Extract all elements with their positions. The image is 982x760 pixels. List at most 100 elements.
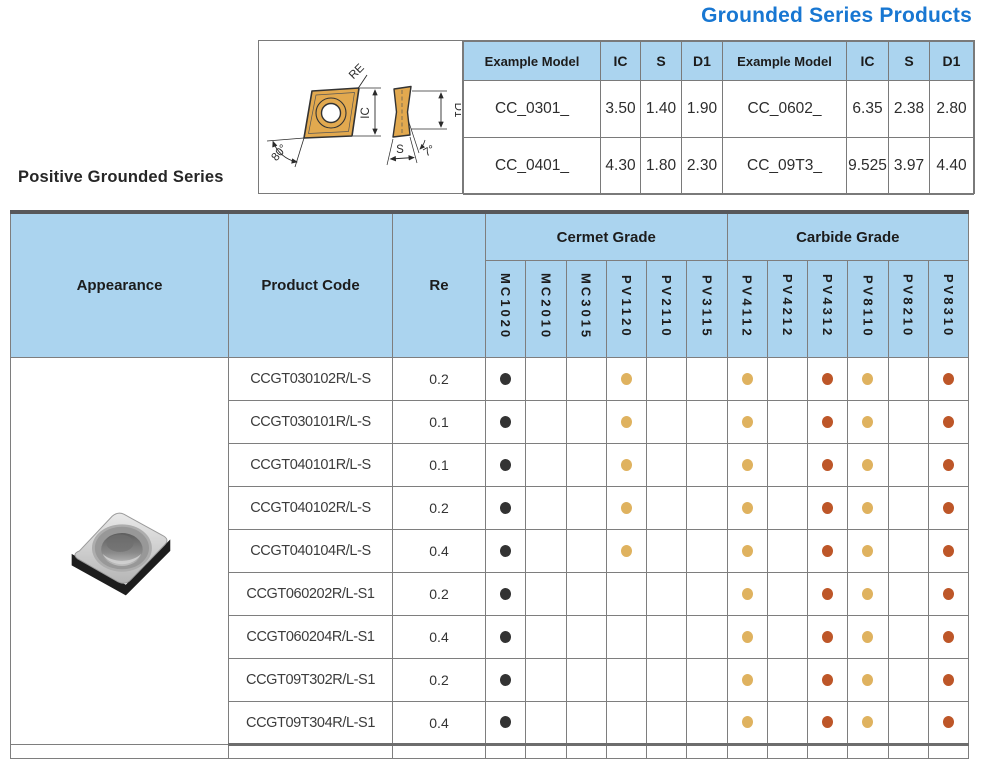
grade-availability-cell [645, 529, 688, 573]
availability-dot-orange [942, 372, 954, 385]
dimension-value: 6.35 [846, 80, 889, 138]
empty-cell [10, 744, 229, 759]
grade-column-header: PV8110 [847, 260, 889, 358]
grade-availability-cell [605, 701, 648, 746]
grade-availability-cell [605, 486, 648, 530]
empty-cell [887, 744, 929, 759]
empty-cell [726, 744, 768, 759]
availability-dot-orange [942, 587, 954, 600]
grade-availability-cell [927, 400, 970, 444]
product-code-cell: CCGT09T304R/L-S1 [228, 701, 393, 746]
dimension-value: 1.80 [640, 137, 682, 195]
availability-dot-orange [822, 630, 834, 643]
grade-availability-cell [565, 615, 607, 659]
grade-availability-cell [847, 701, 889, 746]
grade-availability-cell [525, 400, 567, 444]
availability-dot-gold [741, 716, 753, 729]
grade-availability-cell [605, 658, 648, 702]
availability-dot-orange [822, 544, 834, 557]
grade-availability-cell [726, 400, 768, 444]
grade-group-header: Carbide Grade [726, 211, 970, 261]
spec-col-example-model: Example Model [463, 41, 601, 81]
dimension-value: 3.97 [888, 137, 930, 195]
grade-availability-cell [525, 701, 567, 746]
grade-availability-cell [927, 615, 970, 659]
availability-dot-gold [620, 458, 632, 471]
re-value-cell: 0.1 [392, 400, 486, 444]
grade-availability-cell [686, 400, 728, 444]
grade-column-header: PV4112 [726, 260, 768, 358]
grade-availability-cell [686, 443, 728, 487]
spec-unit: RE IC 80° D1 [258, 40, 975, 195]
grade-availability-cell [565, 357, 607, 401]
side-view: D1 S 7° [386, 85, 464, 166]
availability-dot-black [500, 372, 512, 385]
availability-dot-orange [822, 673, 834, 686]
grade-availability-cell [645, 443, 688, 487]
grade-availability-cell [766, 529, 809, 573]
grade-name-vertical: PV8110 [860, 274, 876, 339]
grade-name-vertical: PV8310 [940, 274, 956, 339]
grade-availability-cell [806, 658, 849, 702]
grade-availability-cell [484, 529, 527, 573]
empty-cell [927, 744, 970, 759]
grade-availability-cell [847, 529, 889, 573]
availability-dot-gold [862, 372, 874, 385]
availability-dot-gold [741, 544, 753, 557]
grade-availability-cell [605, 529, 648, 573]
grade-availability-cell [766, 658, 809, 702]
empty-cell [565, 744, 607, 759]
re-value-cell: 0.2 [392, 572, 486, 616]
grade-availability-cell [484, 615, 527, 659]
availability-dot-gold [862, 630, 874, 643]
availability-dot-orange [822, 458, 834, 471]
grade-availability-cell [605, 357, 648, 401]
availability-dot-gold [741, 630, 753, 643]
grade-availability-cell [887, 400, 929, 444]
dimension-value: 4.40 [929, 137, 974, 195]
grade-availability-cell [887, 658, 929, 702]
availability-dot-black [500, 458, 512, 471]
grade-availability-cell [806, 400, 849, 444]
grade-availability-cell [645, 486, 688, 530]
grade-name-vertical: PV4112 [739, 274, 755, 339]
grade-availability-cell [887, 701, 929, 746]
grade-availability-cell [766, 443, 809, 487]
grade-column-header: PV1120 [605, 260, 648, 358]
col-header-re: Re [392, 211, 486, 358]
grade-availability-cell [525, 529, 567, 573]
grade-availability-cell [525, 572, 567, 616]
grade-availability-cell [847, 400, 889, 444]
availability-dot-orange [942, 716, 954, 729]
re-value-cell: 0.2 [392, 486, 486, 530]
grade-availability-cell [726, 572, 768, 616]
product-code-cell: CCGT040104R/L-S [228, 529, 393, 573]
re-value-cell: 0.2 [392, 357, 486, 401]
grade-column-header: PV4312 [806, 260, 849, 358]
empty-cell [645, 744, 688, 759]
grade-availability-cell [726, 615, 768, 659]
front-view: RE IC 80° [266, 62, 381, 168]
availability-dot-gold [862, 587, 874, 600]
grade-availability-cell [645, 701, 688, 746]
grade-availability-cell [565, 443, 607, 487]
grade-column-header: PV3115 [686, 260, 728, 358]
availability-dot-gold [741, 587, 753, 600]
grade-availability-cell [927, 529, 970, 573]
grade-availability-cell [484, 357, 527, 401]
grade-availability-cell [847, 572, 889, 616]
grade-availability-cell [686, 615, 728, 659]
spec-col-dimension: S [888, 41, 930, 81]
grade-availability-cell [645, 615, 688, 659]
grade-availability-cell [887, 443, 929, 487]
example-model-value: CC_09T3_ [722, 137, 847, 195]
grade-availability-cell [645, 572, 688, 616]
grade-availability-cell [686, 486, 728, 530]
grade-availability-cell [927, 443, 970, 487]
empty-cell [525, 744, 567, 759]
availability-dot-black [500, 673, 512, 686]
availability-dot-black [500, 501, 512, 514]
section-label: Positive Grounded Series [18, 168, 224, 186]
